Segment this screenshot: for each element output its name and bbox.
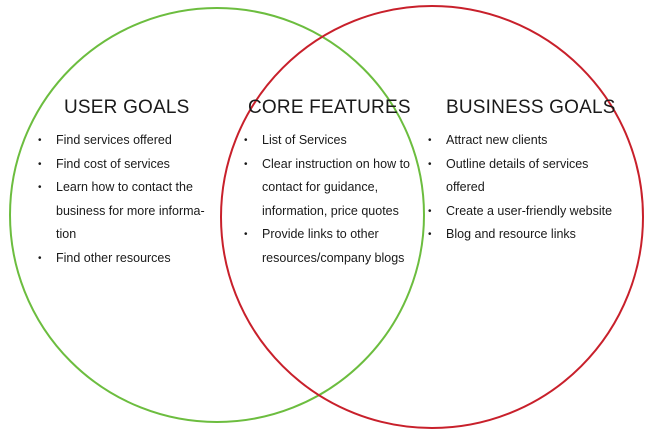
bullet-icon: • — [428, 205, 432, 217]
list-item: • Attract new clients — [428, 129, 636, 153]
bullet-icon: • — [244, 135, 248, 146]
user-goals-title: USER GOALS — [64, 97, 190, 118]
core-features-list: • List of Services • Clear instruction o… — [244, 129, 410, 270]
list-item-text: Outline details of services offered — [446, 156, 589, 195]
bullet-icon: • — [38, 158, 42, 170]
list-item: • List of Services — [244, 129, 412, 153]
list-item-text: Create a user-friendly website — [446, 203, 613, 218]
list-item-text: Find cost of services — [56, 156, 170, 171]
business-goals-title: BUSINESS GOALS — [446, 97, 616, 118]
list-item: • Find cost of services — [38, 153, 226, 177]
bullet-icon: • — [38, 252, 42, 264]
core-features-section: CORE FEATURES • List of Services • Clear… — [244, 97, 411, 270]
list-item-text: Find other resources — [56, 250, 171, 265]
list-item: • Blog and resource links — [428, 223, 636, 247]
list-item: • Find other resources — [38, 247, 226, 271]
list-item-text: Provide links to other resources/company… — [262, 227, 405, 265]
user-goals-list: • Find services offered • Find cost of s… — [38, 129, 249, 270]
list-item-text: Clear instruction on how to contact for … — [262, 156, 410, 218]
list-item: • Provide links to other resources/compa… — [244, 223, 412, 270]
bullet-icon: • — [244, 229, 248, 240]
bullet-icon: • — [38, 135, 42, 146]
list-item: • Find services offered — [38, 129, 226, 153]
bullet-icon: • — [428, 229, 432, 240]
list-item-text: Blog and resource links — [446, 227, 576, 241]
list-item-text: List of Services — [262, 133, 347, 147]
list-item-text: Learn how to contact the business for mo… — [56, 180, 205, 241]
business-goals-circle — [220, 5, 644, 429]
bullet-icon: • — [428, 158, 432, 170]
list-item: • Create a user-friendly website — [428, 200, 646, 224]
bullet-icon: • — [244, 158, 248, 170]
business-goals-list: • Attract new clients • Outline details … — [428, 129, 646, 247]
user-goals-section: USER GOALS • Find services offered • Fin… — [38, 97, 249, 270]
core-features-title: CORE FEATURES — [248, 97, 411, 118]
list-item: • Clear instruction on how to contact fo… — [244, 153, 412, 224]
list-item-text: Attract new clients — [446, 133, 548, 147]
bullet-icon: • — [428, 135, 432, 146]
user-goals-circle — [9, 7, 425, 423]
bullet-icon: • — [38, 182, 42, 193]
list-item-text: Find services offered — [56, 133, 172, 147]
list-item: • Learn how to contact the business for … — [38, 176, 216, 247]
business-goals-section: BUSINESS GOALS • Attract new clients • O… — [428, 97, 646, 247]
list-item: • Outline details of services offered — [428, 153, 621, 200]
